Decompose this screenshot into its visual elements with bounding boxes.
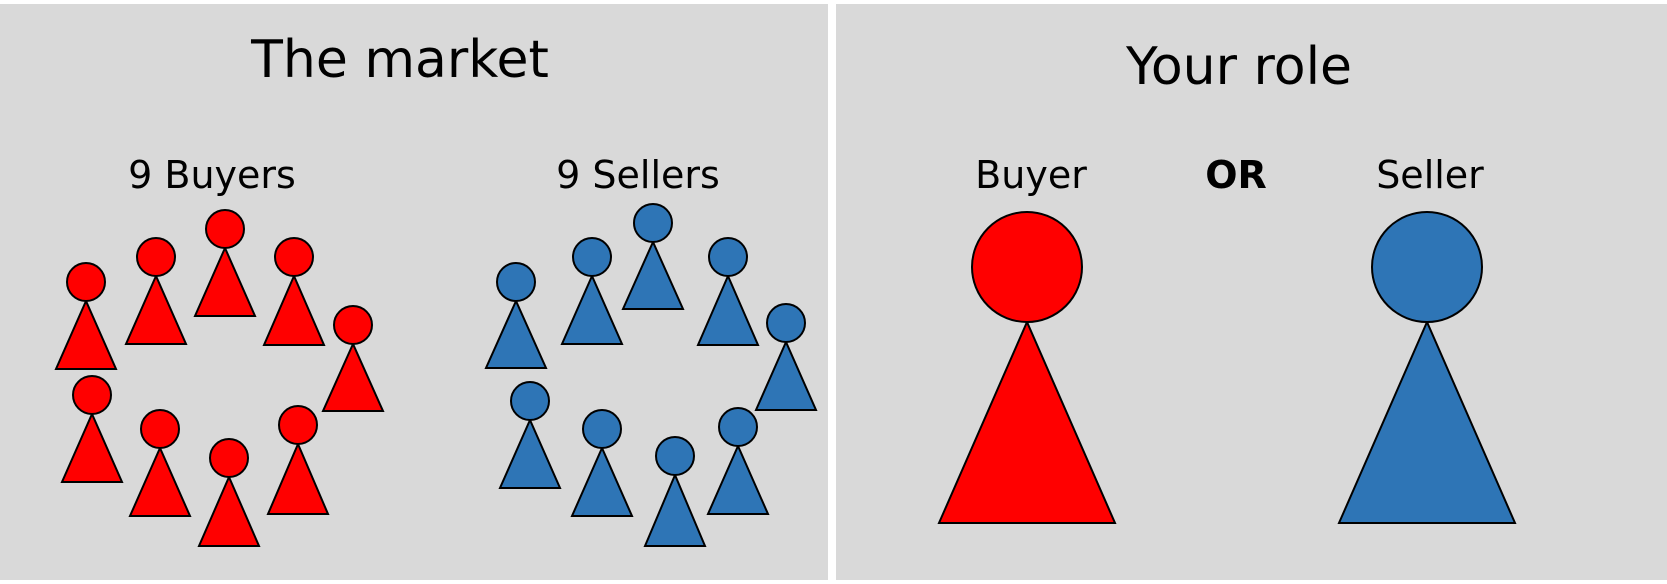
buyer-figure-3-head xyxy=(205,209,245,249)
seller-figure-1-head xyxy=(496,262,536,302)
seller-role xyxy=(1337,211,1517,524)
buyers-group xyxy=(54,209,385,547)
sellers-group xyxy=(484,203,818,547)
buyer-figure-6-head xyxy=(72,375,112,415)
seller-figure-8-body xyxy=(643,472,707,547)
role-panel: Your role Buyer OR Seller xyxy=(836,4,1667,580)
buyer-figure-7-body xyxy=(128,445,192,517)
seller-figure-5-head xyxy=(766,303,806,343)
seller-role-body xyxy=(1337,319,1517,524)
buyer-figure-1 xyxy=(54,262,118,370)
buyer-figure-5-body xyxy=(321,341,385,412)
buyer-figure-8-body xyxy=(197,474,261,547)
buyer-figure-1-body xyxy=(54,298,118,370)
seller-figure-6-body xyxy=(498,417,562,489)
buyer-figure-4-body xyxy=(262,273,326,346)
seller-role-head xyxy=(1371,211,1483,323)
seller-figure-7 xyxy=(570,409,634,517)
seller-figure-3-head xyxy=(633,203,673,243)
buyer-figure-7 xyxy=(128,409,192,517)
seller-figure-2 xyxy=(560,237,624,345)
buyer-role-figure xyxy=(937,211,1117,524)
seller-figure-1-body xyxy=(484,298,548,369)
seller-figure-4 xyxy=(696,237,760,346)
seller-figure-9-head xyxy=(718,407,758,447)
buyers-label: 9 Buyers xyxy=(128,153,296,197)
seller-role-figure xyxy=(1337,211,1517,524)
seller-figure-9 xyxy=(706,407,770,515)
seller-figure-8 xyxy=(643,436,707,547)
seller-figure-2-body xyxy=(560,273,624,345)
buyer-figure-5-head xyxy=(333,305,373,345)
seller-figure-6 xyxy=(498,381,562,489)
buyer-figure-8 xyxy=(197,438,261,547)
buyer-role-head xyxy=(971,211,1083,323)
role-diagram: Your role Buyer OR Seller xyxy=(937,37,1517,524)
seller-figure-6-head xyxy=(510,381,550,421)
buyer-figure-6 xyxy=(60,375,124,483)
buyer-role-label: Buyer xyxy=(975,153,1087,197)
seller-figure-7-head xyxy=(582,409,622,449)
market-diagram: The market 9 Buyers 9 Sellers xyxy=(54,30,818,547)
buyer-role xyxy=(937,211,1117,524)
seller-figure-5 xyxy=(754,303,818,411)
seller-figure-4-head xyxy=(708,237,748,277)
buyer-figure-2-head xyxy=(136,237,176,277)
buyer-figure-2-body xyxy=(124,273,188,345)
buyer-figure-5 xyxy=(321,305,385,412)
buyer-figure-9-head xyxy=(278,405,318,445)
buyer-figure-1-head xyxy=(66,262,106,302)
seller-figure-8-head xyxy=(655,436,695,476)
or-label: OR xyxy=(1205,153,1267,197)
seller-figure-4-body xyxy=(696,273,760,346)
buyer-figure-3 xyxy=(193,209,257,317)
seller-figure-9-body xyxy=(706,443,770,515)
seller-figure-3 xyxy=(621,203,685,310)
role-title: Your role xyxy=(1125,37,1352,97)
seller-figure-7-body xyxy=(570,445,634,517)
seller-figure-5-body xyxy=(754,339,818,411)
sellers-label: 9 Sellers xyxy=(556,153,720,197)
buyer-figure-8-head xyxy=(209,438,249,478)
buyer-figure-4-head xyxy=(274,237,314,277)
seller-role-label: Seller xyxy=(1376,153,1484,197)
buyer-figure-7-head xyxy=(140,409,180,449)
buyer-figure-9-body xyxy=(266,441,330,515)
buyer-figure-4 xyxy=(262,237,326,346)
market-panel: The market 9 Buyers 9 Sellers xyxy=(0,4,828,580)
seller-figure-1 xyxy=(484,262,548,369)
buyer-role-body xyxy=(937,319,1117,524)
buyer-figure-6-body xyxy=(60,411,124,483)
buyer-figure-3-body xyxy=(193,245,257,317)
buyer-figure-9 xyxy=(266,405,330,515)
seller-figure-2-head xyxy=(572,237,612,277)
market-title: The market xyxy=(250,30,549,90)
buyer-figure-2 xyxy=(124,237,188,345)
seller-figure-3-body xyxy=(621,239,685,310)
